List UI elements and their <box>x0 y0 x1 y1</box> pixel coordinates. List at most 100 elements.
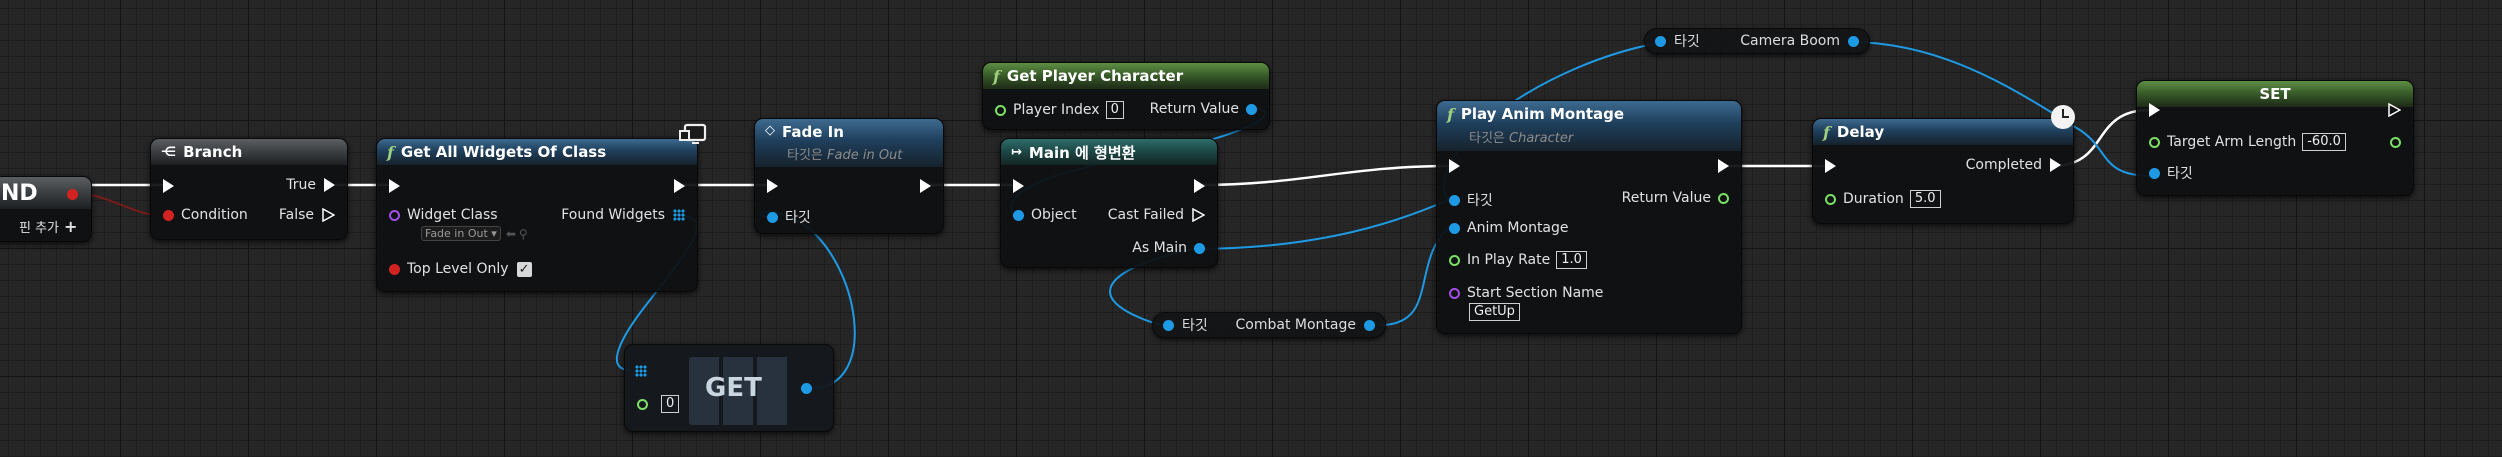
play-anim-montage-node[interactable]: f Play Anim Montage 타깃은 Character 타깃 Ret… <box>1436 100 1742 334</box>
exec-output-pin[interactable] <box>1194 179 1205 193</box>
array-input-pin[interactable] <box>635 365 647 377</box>
object-pin-row[interactable]: Object <box>1013 207 1077 223</box>
top-level-only-checkbox[interactable]: ✓ <box>516 261 532 277</box>
start-section-pin[interactable] <box>1449 287 1460 299</box>
player-index-label: Player Index <box>1013 102 1100 118</box>
widget-class-pin-row[interactable]: Widget Class <box>389 207 498 223</box>
top-level-only-pin-row[interactable]: Top Level Only ✓ <box>389 261 532 277</box>
delay-title: Delay <box>1836 123 1885 141</box>
index-pin[interactable] <box>637 398 648 410</box>
camera-boom-getter-node[interactable]: 타깃 Camera Boom <box>1644 28 1870 54</box>
camera-boom-output-pin[interactable] <box>1848 35 1859 47</box>
delay-node[interactable]: f Delay Completed Duration 5.0 <box>1812 105 2075 224</box>
target-pin[interactable] <box>1449 194 1460 206</box>
exec-input-pin[interactable] <box>1825 159 1836 173</box>
condition-pin-row[interactable]: Condition <box>163 207 248 223</box>
fade-in-title: Fade In <box>782 123 844 141</box>
exec-input-pin[interactable] <box>163 179 174 193</box>
exec-input-pin[interactable] <box>767 179 778 193</box>
array-get-node[interactable]: GET 0 <box>624 344 834 432</box>
combat-montage-getter-node[interactable]: 타깃 Combat Montage <box>1152 312 1386 338</box>
cast-failed-pin-row[interactable]: Cast Failed <box>1108 207 1205 223</box>
target-arm-length-pin-row[interactable]: Target Arm Length -60.0 <box>2149 133 2346 151</box>
false-pin-row[interactable]: False <box>279 207 335 223</box>
anim-montage-pin-row[interactable]: Anim Montage <box>1449 220 1569 236</box>
true-exec-pin[interactable] <box>324 178 335 192</box>
add-pin-button[interactable]: 핀 추가 + <box>19 217 77 236</box>
set-target-pin-row[interactable]: 타깃 <box>2149 163 2193 183</box>
branch-node[interactable]: ⋲ Branch True Condition False <box>150 138 348 240</box>
duration-pin-row[interactable]: Duration 5.0 <box>1825 190 1941 208</box>
bool-output-pin[interactable] <box>67 189 78 200</box>
completed-exec-pin[interactable] <box>2050 158 2061 172</box>
f-function-icon: f <box>1447 105 1454 124</box>
array-output-pin[interactable] <box>673 209 685 221</box>
fade-in-node[interactable]: ◇ Fade In 타깃은 Fade in Out 타깃 <box>754 118 944 234</box>
widget-class-value: Fade in Out <box>425 227 488 240</box>
combat-montage-output-pin[interactable] <box>1364 319 1375 331</box>
start-section-value-row[interactable]: GetUp <box>1469 303 1520 321</box>
return-value-pin-row[interactable]: Return Value <box>1622 190 1729 206</box>
target-pin[interactable] <box>2149 167 2160 179</box>
target-pin[interactable] <box>767 211 778 223</box>
duration-pin[interactable] <box>1825 193 1836 205</box>
completed-label: Completed <box>1965 157 2042 173</box>
exec-output-pin[interactable] <box>1718 159 1729 173</box>
as-main-pin-row[interactable]: As Main <box>1132 240 1205 256</box>
f-function-icon: f <box>387 142 394 162</box>
target-pin-row[interactable]: 타깃 <box>1449 190 1493 210</box>
exec-output-pin[interactable] <box>674 179 685 193</box>
start-section-value-box[interactable]: GetUp <box>1469 303 1520 321</box>
index-value-box[interactable]: 0 <box>661 395 680 413</box>
target-pin[interactable] <box>1655 35 1666 47</box>
widget-class-dropdown[interactable]: Fade in Out ▾ <box>421 226 501 241</box>
anim-montage-pin[interactable] <box>1449 222 1460 234</box>
target-arm-length-value-box[interactable]: -60.0 <box>2302 133 2346 151</box>
player-index-value-box[interactable]: 0 <box>1105 101 1124 119</box>
browse-arrow-icon[interactable]: ⬅ <box>505 226 516 241</box>
target-arm-length-output-pin[interactable] <box>2390 137 2401 148</box>
return-value-pin[interactable] <box>1718 192 1729 204</box>
as-main-pin[interactable] <box>1194 242 1205 254</box>
in-play-rate-pin[interactable] <box>1449 254 1460 266</box>
search-icon[interactable]: ⚲ <box>518 226 528 241</box>
set-variable-node[interactable]: SET Target Arm Length -60.0 타깃 <box>2136 80 2414 196</box>
in-play-rate-pin-row[interactable]: In Play Rate 1.0 <box>1449 251 1587 269</box>
get-all-widgets-of-class-node[interactable]: f Get All Widgets Of Class Widget Class … <box>376 123 707 292</box>
completed-pin-row[interactable]: Completed <box>1966 157 2061 173</box>
target-arm-length-pin[interactable] <box>2149 136 2160 148</box>
return-value-pin[interactable] <box>1246 103 1257 115</box>
exec-output-pin[interactable] <box>920 179 931 193</box>
partial-and-node[interactable]: ND 핀 추가 + <box>0 176 92 242</box>
player-index-pin[interactable] <box>995 104 1006 116</box>
widget-class-pin[interactable] <box>389 209 400 221</box>
widget-class-dropdown-row[interactable]: Fade in Out ▾ ⬅ ⚲ <box>421 226 528 241</box>
true-pin-row[interactable]: True <box>286 177 335 193</box>
play-anim-montage-subtitle: 타깃은 Character <box>1469 131 1574 146</box>
get-output-pin[interactable] <box>801 383 812 394</box>
cast-failed-exec-pin[interactable] <box>1192 208 1205 222</box>
target-pin-row[interactable]: 타깃 <box>767 207 811 227</box>
player-index-pin-row[interactable]: Player Index 0 <box>995 101 1124 119</box>
in-play-rate-value-box[interactable]: 1.0 <box>1556 251 1587 269</box>
index-pin-row[interactable]: 0 <box>637 395 680 413</box>
start-section-pin-row[interactable]: Start Section Name <box>1449 285 1603 301</box>
exec-input-pin[interactable] <box>1013 179 1024 193</box>
exec-input-pin[interactable] <box>2149 103 2160 117</box>
exec-output-pin[interactable] <box>2388 103 2401 117</box>
get-player-character-node[interactable]: f Get Player Character Player Index 0 Re… <box>982 62 1270 130</box>
exec-input-pin[interactable] <box>1449 159 1460 173</box>
return-value-pin-row[interactable]: Return Value <box>1150 101 1257 117</box>
target-pin[interactable] <box>1163 319 1174 331</box>
get-player-character-header: f Get Player Character <box>983 63 1269 89</box>
condition-pin[interactable] <box>163 209 174 221</box>
top-level-only-pin[interactable] <box>389 263 400 275</box>
found-widgets-pin-row[interactable]: Found Widgets <box>561 207 685 223</box>
false-exec-pin[interactable] <box>322 208 335 222</box>
cast-to-main-node[interactable]: ↦ Main 에 형변환 Object Cast Failed As Main <box>1000 138 1218 268</box>
exec-input-pin[interactable] <box>389 179 400 193</box>
object-pin[interactable] <box>1013 209 1024 221</box>
duration-value-box[interactable]: 5.0 <box>1909 190 1941 208</box>
as-main-label: As Main <box>1132 240 1187 256</box>
